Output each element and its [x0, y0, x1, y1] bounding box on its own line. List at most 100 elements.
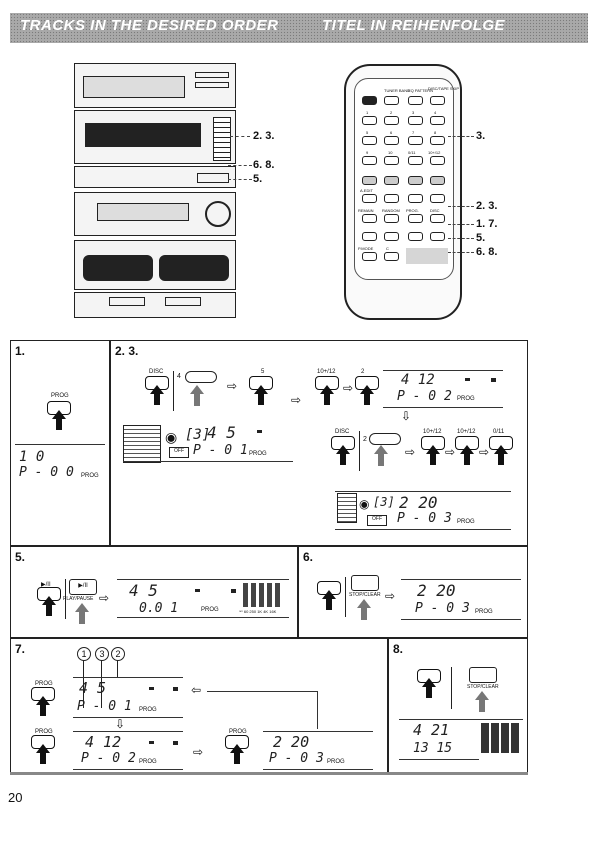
press-arrow-stem	[498, 454, 504, 465]
prog-label: PROG	[35, 681, 53, 687]
press-arrow-icon	[320, 385, 334, 394]
remote-pmode-key	[362, 252, 377, 261]
next-arrow-icon: ⇨	[99, 591, 110, 605]
press-arrow-stem	[464, 454, 470, 465]
callout-remote-3: 3.	[476, 130, 486, 142]
remote-vol-key	[430, 176, 445, 185]
play-label: ▶/II	[41, 582, 51, 588]
cd-icon: ◉	[165, 429, 178, 445]
next-arrow-icon: ⇨	[445, 445, 456, 459]
remote-key-label: 1	[366, 110, 369, 115]
press-arrow-icon	[36, 744, 50, 753]
display-top: 4 21	[413, 721, 450, 739]
remote-key-label: 7	[412, 130, 415, 135]
remote-key-label: 2	[390, 110, 393, 115]
remote-next-key	[384, 232, 399, 241]
header-title-en: TRACKS IN THE DESIRED ORDER	[20, 17, 279, 34]
next-arrow-icon: ⇨	[479, 445, 490, 459]
remote-key-label: 6	[390, 130, 393, 135]
press-arrow-stem	[40, 753, 46, 764]
key-label: 2	[361, 369, 365, 375]
display-bottom: P - 0 3	[415, 601, 470, 616]
leader-line	[230, 136, 250, 137]
press-arrow-stem	[234, 753, 240, 764]
press-arrow-icon	[230, 744, 244, 753]
key-label: 5	[261, 369, 265, 375]
disc-label: DISC	[149, 369, 164, 375]
remote-c-key	[384, 252, 399, 261]
remote-disc-skip-key	[430, 96, 445, 105]
press-arrow-stem	[79, 612, 85, 624]
display-top: 2 20	[399, 493, 438, 512]
display-rule	[73, 769, 183, 770]
press-arrow-icon	[494, 445, 508, 454]
leader-line	[448, 136, 474, 137]
next-arrow-icon: ⇨	[405, 445, 416, 459]
press-arrow-icon	[460, 445, 474, 454]
prog-indicator: PROG	[81, 473, 99, 479]
remote-prev-key	[362, 232, 377, 241]
remote-control: TUNER BAND EQ PATTERN DISC/TAPE SKIP 1 2…	[344, 64, 462, 320]
remote-key-label: 0/11	[408, 150, 416, 155]
header-title-de: TITEL IN REIHENFOLGE	[322, 17, 506, 34]
remote-key-label: 5	[366, 130, 369, 135]
remote-vol-key	[384, 176, 399, 185]
display-bottom: P - 0 2	[397, 389, 452, 404]
flow-line	[207, 691, 317, 692]
leader-line	[448, 206, 474, 207]
disc-number: 4	[177, 373, 181, 380]
callout-stereo-68: 6. 8.	[253, 159, 275, 171]
prog-indicator: PROG	[249, 451, 267, 457]
display-bottom: 0.0 1	[139, 601, 179, 616]
remote-num-key	[384, 116, 399, 125]
next-arrow-icon: ⇨	[291, 393, 302, 407]
remote-prog-key	[408, 214, 423, 223]
display-bottom: P - 0 3	[397, 511, 452, 526]
display-bottom: P - 0 1	[193, 443, 248, 458]
spectrum-icon	[243, 583, 283, 607]
remote-disc-label2: DISC	[430, 208, 440, 213]
remote-tuner-key	[384, 96, 399, 105]
remote-num-key	[430, 156, 445, 165]
play-pause-caption: PLAY/PAUSE	[63, 596, 94, 602]
prog-label: PROG	[229, 729, 247, 735]
remote-key	[408, 194, 423, 203]
press-arrow-stem	[361, 608, 367, 620]
press-arrow-icon	[36, 696, 50, 705]
key-label: 0/11	[493, 429, 505, 435]
remote-key-label: 10	[388, 150, 393, 155]
disc-count: [3]	[373, 495, 395, 509]
prog-indicator: PROG	[457, 396, 475, 402]
press-arrow-stem	[324, 394, 330, 405]
remote-num-key	[384, 136, 399, 145]
remote-key-label: 4	[434, 110, 437, 115]
display-bottom: P - 0 1	[77, 699, 132, 714]
display-top: 2 20	[417, 581, 456, 600]
tuner-unit	[74, 63, 236, 108]
press-arrow-stem	[258, 394, 264, 405]
remote-prog-label: PROG.	[406, 208, 419, 213]
off-indicator: OFF	[367, 515, 387, 526]
prog-indicator: PROG	[327, 759, 345, 765]
key-label: 10+/12	[317, 369, 336, 375]
remote-key	[384, 194, 399, 203]
eq-scale: ⁿᵐ 60 250 1K 4K 16K	[239, 609, 277, 614]
step-7-panel: 7. 1 3 2 PROG 4 5 P - 0 1 PROG ⇦ ⇩ PROG …	[10, 638, 388, 774]
display-rule	[73, 717, 183, 718]
next-arrow-icon: ⇨	[385, 589, 396, 603]
remote-aedit-key	[362, 194, 377, 203]
prog-indicator: PROG	[139, 707, 157, 713]
remote-disc-label: DISC/TAPE SKIP	[428, 86, 460, 91]
display-rule	[401, 619, 521, 620]
next-arrow-icon: ⇨	[343, 381, 354, 395]
press-arrow-icon	[360, 385, 374, 394]
play-pause-key: ▶/II	[69, 579, 97, 595]
display-rule	[335, 529, 511, 530]
step-8-panel: 8. STOP/CLEAR 4 21 13 15	[388, 638, 528, 774]
display-bottom: P - 0 3	[269, 751, 324, 766]
step-1-panel: 1. PROG 1 0 P - 0 0 PROG	[10, 340, 110, 546]
step-6-label: 6.	[303, 550, 314, 564]
remote-num-key	[408, 116, 423, 125]
remote-vol-key	[362, 176, 377, 185]
display-top: 4 12	[401, 372, 435, 388]
